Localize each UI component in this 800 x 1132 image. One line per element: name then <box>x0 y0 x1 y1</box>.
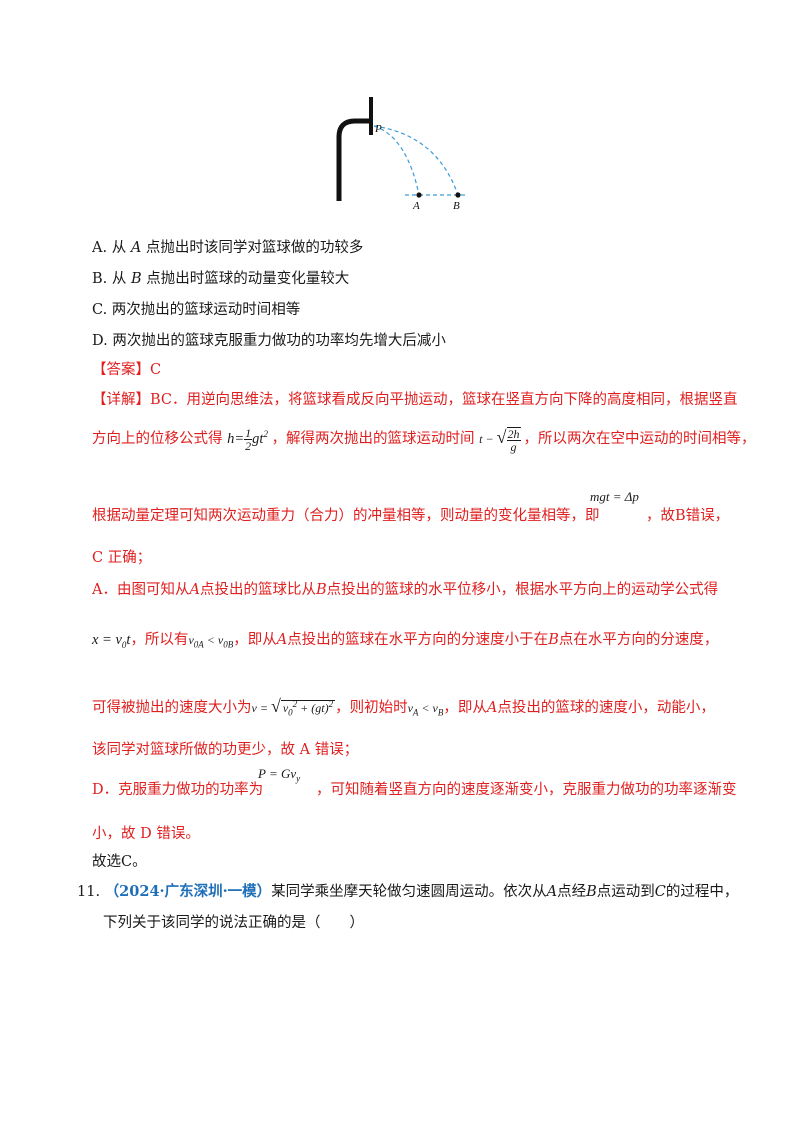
question-11-line-2: 下列关于该同学的说法正确的是（ ） <box>103 915 364 931</box>
formula-mgt: mgt = Δp <box>590 489 639 504</box>
formula-v0a-v0b: v0A < v0B <box>188 633 234 650</box>
detail-line-3-end: ，故B错误， <box>646 508 730 524</box>
formula-v: v = √v02 + (gt)2 <box>251 696 336 718</box>
question-source: （2024·广东深圳·一模） <box>104 883 272 900</box>
answer-line: 【答案】C <box>92 362 162 378</box>
formula-x: x = v0t <box>92 632 131 650</box>
label-p: P <box>374 123 382 135</box>
option-c: C. 两次抛出的篮球运动时间相等 <box>92 302 301 318</box>
point-a <box>416 192 422 198</box>
question-11-line-1: 11. （2024·广东深圳·一模）某同学乘坐摩天轮做匀速圆周运动。依次从A点经… <box>77 883 739 900</box>
detail-line-9-end: ，可知随着竖直方向的速度逐渐变小，克服重力做功的功率逐渐变 <box>316 782 737 798</box>
detail-line-3: 根据动量定理可知两次运动重力（合力）的冲量相等，则动量的变化量相等，即 <box>92 508 600 524</box>
trajectory-a <box>373 125 420 196</box>
label-a: A <box>412 200 420 212</box>
option-b: B. 从 B 点抛出时篮球的动量变化量较大 <box>92 271 350 287</box>
hoop-stand <box>336 118 370 201</box>
option-d: D. 两次抛出的篮球克服重力做功的功率均先增大后减小 <box>92 333 446 349</box>
detail-line-1: 【详解】BC．用逆向思维法，将篮球看成反向平抛运动，篮球在竖直方向下降的高度相同… <box>92 392 738 408</box>
detail-line-10: 小，故 D 错误。 <box>92 826 200 842</box>
detail-line-9: D．克服重力做功的功率为 <box>92 782 264 798</box>
point-b <box>455 192 461 198</box>
detail-line-7: 可得被抛出的速度大小为v = √v02 + (gt)2，则初始时vA < vB，… <box>92 696 715 718</box>
formula-va-vb: vA < vB <box>407 701 444 718</box>
label-b: B <box>453 200 460 212</box>
detail-line-6: x = v0t，所以有v0A < v0B，即从A点投出的篮球在水平方向的分速度小… <box>92 632 719 650</box>
conclusion: 故选C。 <box>92 854 147 870</box>
option-a: A. 从 A 点抛出时该同学对篮球做的功较多 <box>92 240 364 256</box>
trajectory-b <box>373 125 459 196</box>
detail-line-4: C 正确； <box>92 550 152 566</box>
trajectory-figure: P A B <box>336 97 467 212</box>
formula-p: P = Gvy <box>258 766 301 784</box>
detail-line-5: A．由图可知从A点投出的篮球比从B点投出的篮球的水平位移小，根据水平方向上的运动… <box>92 582 719 598</box>
detail-line-8: 该同学对篮球所做的功更少，故 A 错误； <box>92 742 359 758</box>
